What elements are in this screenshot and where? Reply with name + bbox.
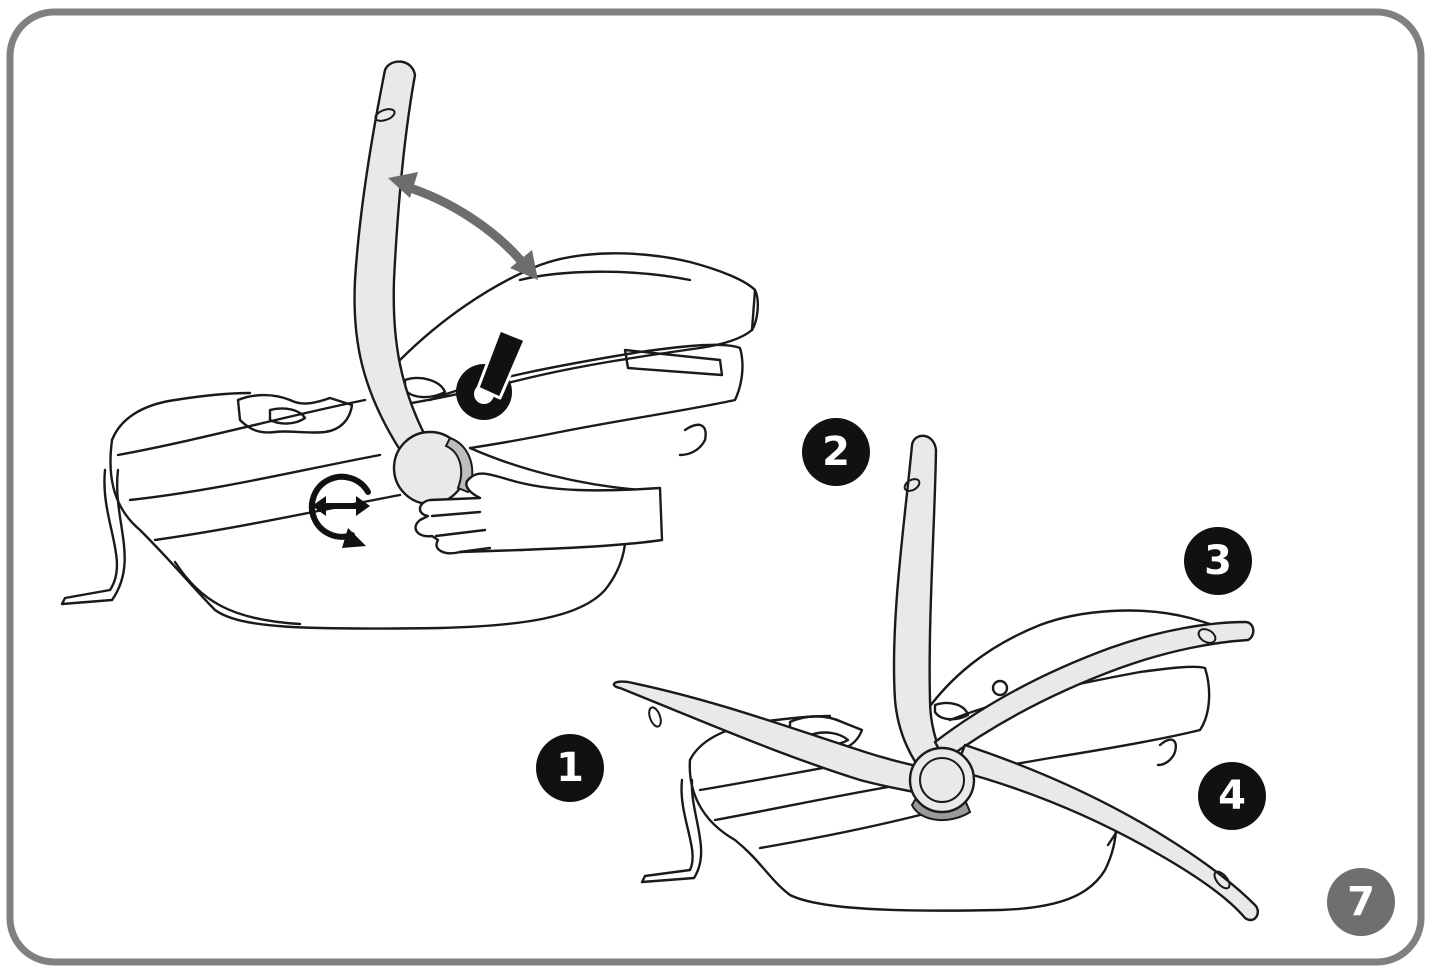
double-arrow-icon <box>388 172 538 280</box>
strap-bottom <box>640 778 703 884</box>
handle-position-2 <box>892 434 954 782</box>
rotate-adjust-icon <box>308 473 371 548</box>
press-button-icon <box>456 328 527 420</box>
carry-handle-upright <box>353 60 474 506</box>
step-badge-1: 1 <box>536 734 604 802</box>
handle-position-3 <box>933 620 1255 762</box>
step-label-4: 4 <box>1218 773 1246 819</box>
diagram-frame <box>6 8 1425 966</box>
handle-position-4 <box>953 743 1259 922</box>
step-label-1: 1 <box>556 745 584 791</box>
step-label-3: 3 <box>1204 538 1232 584</box>
hand-icon <box>414 472 664 555</box>
step-label-2: 2 <box>822 429 850 475</box>
handle-hub-bottom <box>908 746 976 822</box>
figure-number: 7 <box>1347 879 1375 925</box>
shell-top <box>109 438 628 630</box>
strap-top <box>60 468 126 606</box>
step-badge-3: 3 <box>1184 527 1252 595</box>
step-badge-2: 2 <box>802 418 870 486</box>
step-badge-4: 4 <box>1198 762 1266 830</box>
canopy-top <box>398 252 757 407</box>
figure-number-badge: 7 <box>1327 868 1395 936</box>
shell-bottom <box>688 758 1118 912</box>
